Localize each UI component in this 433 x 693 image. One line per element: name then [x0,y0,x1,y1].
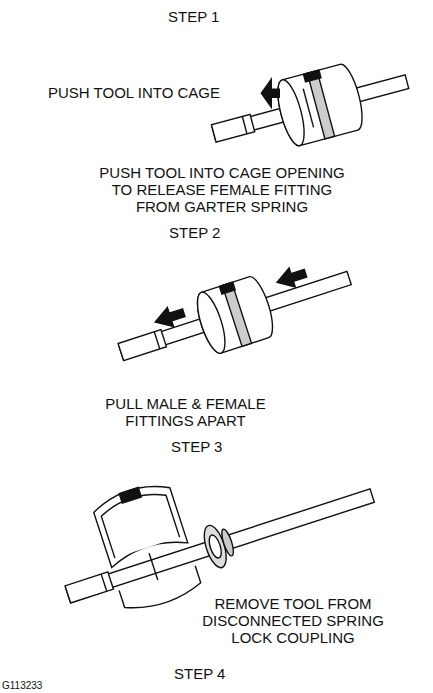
figure-code: G113233 [2,680,42,692]
step-caption: PUSH TOOL INTO CAGE OPENING TO RELEASE F… [91,164,353,215]
step-heading: STEP 4 [174,665,225,682]
step-heading: STEP 2 [169,224,220,241]
step-caption: PULL MALE & FEMALE FITTINGS APART [88,395,283,429]
step-heading: STEP 1 [168,8,219,25]
action-label: PUSH TOOL INTO CAGE [48,84,220,101]
coupling-with-tool [203,43,415,166]
step-heading: STEP 3 [171,438,222,455]
step-caption: REMOVE TOOL FROM DISCONNECTED SPRING LOC… [193,595,393,646]
coupling-pulled-apart [111,247,359,382]
